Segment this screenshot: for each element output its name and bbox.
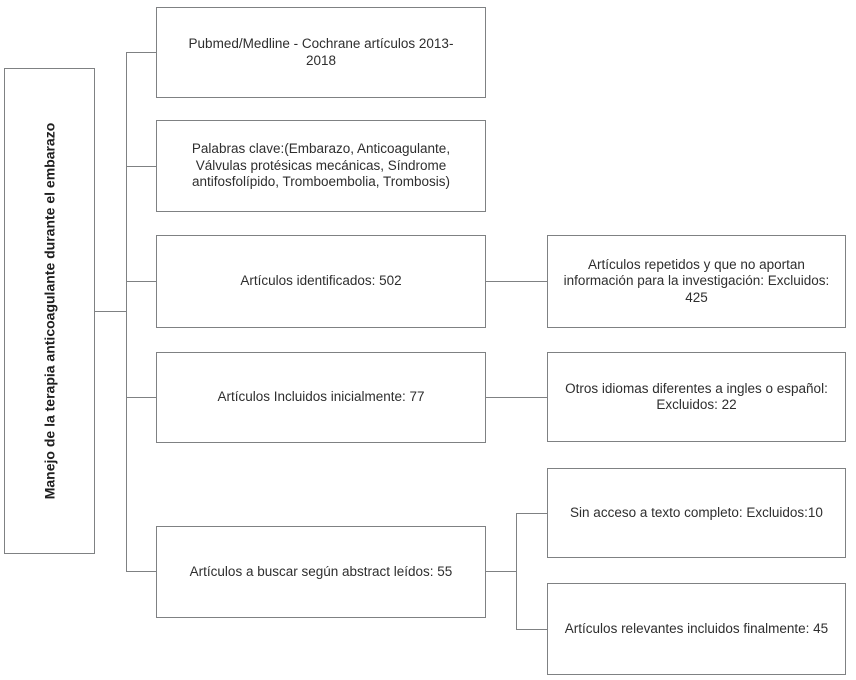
connector-stub-keywords	[127, 166, 156, 167]
flow-box-excluded-irrelevant: Artículos repetidos y que no aportan inf…	[547, 235, 846, 328]
connector-split-vertical	[516, 513, 517, 630]
connector-stub-source	[127, 52, 156, 53]
flow-box-keywords-text: Palabras clave:(Embarazo, Anticoagulante…	[191, 141, 451, 190]
diagram-title: Manejo de la terapia anticoagulante dura…	[41, 122, 58, 500]
flow-box-included-finally: Artículos relevantes incluidos finalment…	[547, 583, 846, 675]
flow-box-excluded-irrelevant-text: Artículos repetidos y que no aportan inf…	[563, 256, 830, 305]
flow-box-source-text: Pubmed/Medline - Cochrane artículos 2013…	[188, 36, 454, 68]
connector-stub-included	[127, 397, 156, 398]
flow-box-included-initially: Artículos Incluidos inicialmente: 77	[156, 352, 486, 443]
connector-identified-to-excluded	[486, 281, 547, 282]
connector-included-to-excluded	[486, 397, 547, 398]
flow-box-excluded-no-fulltext: Sin acceso a texto completo: Excluidos:1…	[547, 468, 846, 558]
connector-split-to-final	[516, 629, 547, 630]
diagram-title-box: Manejo de la terapia anticoagulante dura…	[4, 68, 95, 554]
flow-box-identified-text: Artículos identificados: 502	[240, 273, 402, 289]
flow-box-excluded-no-fulltext-text: Sin acceso a texto completo: Excluidos:1…	[570, 504, 823, 520]
flow-box-excluded-language-text: Otros idiomas diferentes a ingles o espa…	[565, 380, 828, 413]
flow-box-included-initially-text: Artículos Incluidos inicialmente: 77	[217, 389, 425, 405]
flow-box-keywords: Palabras clave:(Embarazo, Anticoagulante…	[156, 120, 486, 212]
flow-box-abstracts-read-text: Artículos a buscar según abstract leídos…	[189, 563, 453, 579]
connector-split-to-fulltext	[516, 513, 547, 514]
flow-box-identified: Artículos identificados: 502	[156, 235, 486, 328]
connector-stub-abstracts	[127, 571, 156, 572]
connector-abstracts-to-split	[486, 571, 516, 572]
flow-box-source: Pubmed/Medline - Cochrane artículos 2013…	[156, 7, 486, 98]
connector-spine	[126, 52, 127, 572]
flow-box-excluded-language: Otros idiomas diferentes a ingles o espa…	[547, 352, 846, 442]
connector-title-to-spine	[95, 311, 126, 312]
flow-box-abstracts-read: Artículos a buscar según abstract leídos…	[156, 526, 486, 618]
flow-box-included-finally-text: Artículos relevantes incluidos finalment…	[564, 620, 829, 636]
connector-stub-identified	[127, 281, 156, 282]
